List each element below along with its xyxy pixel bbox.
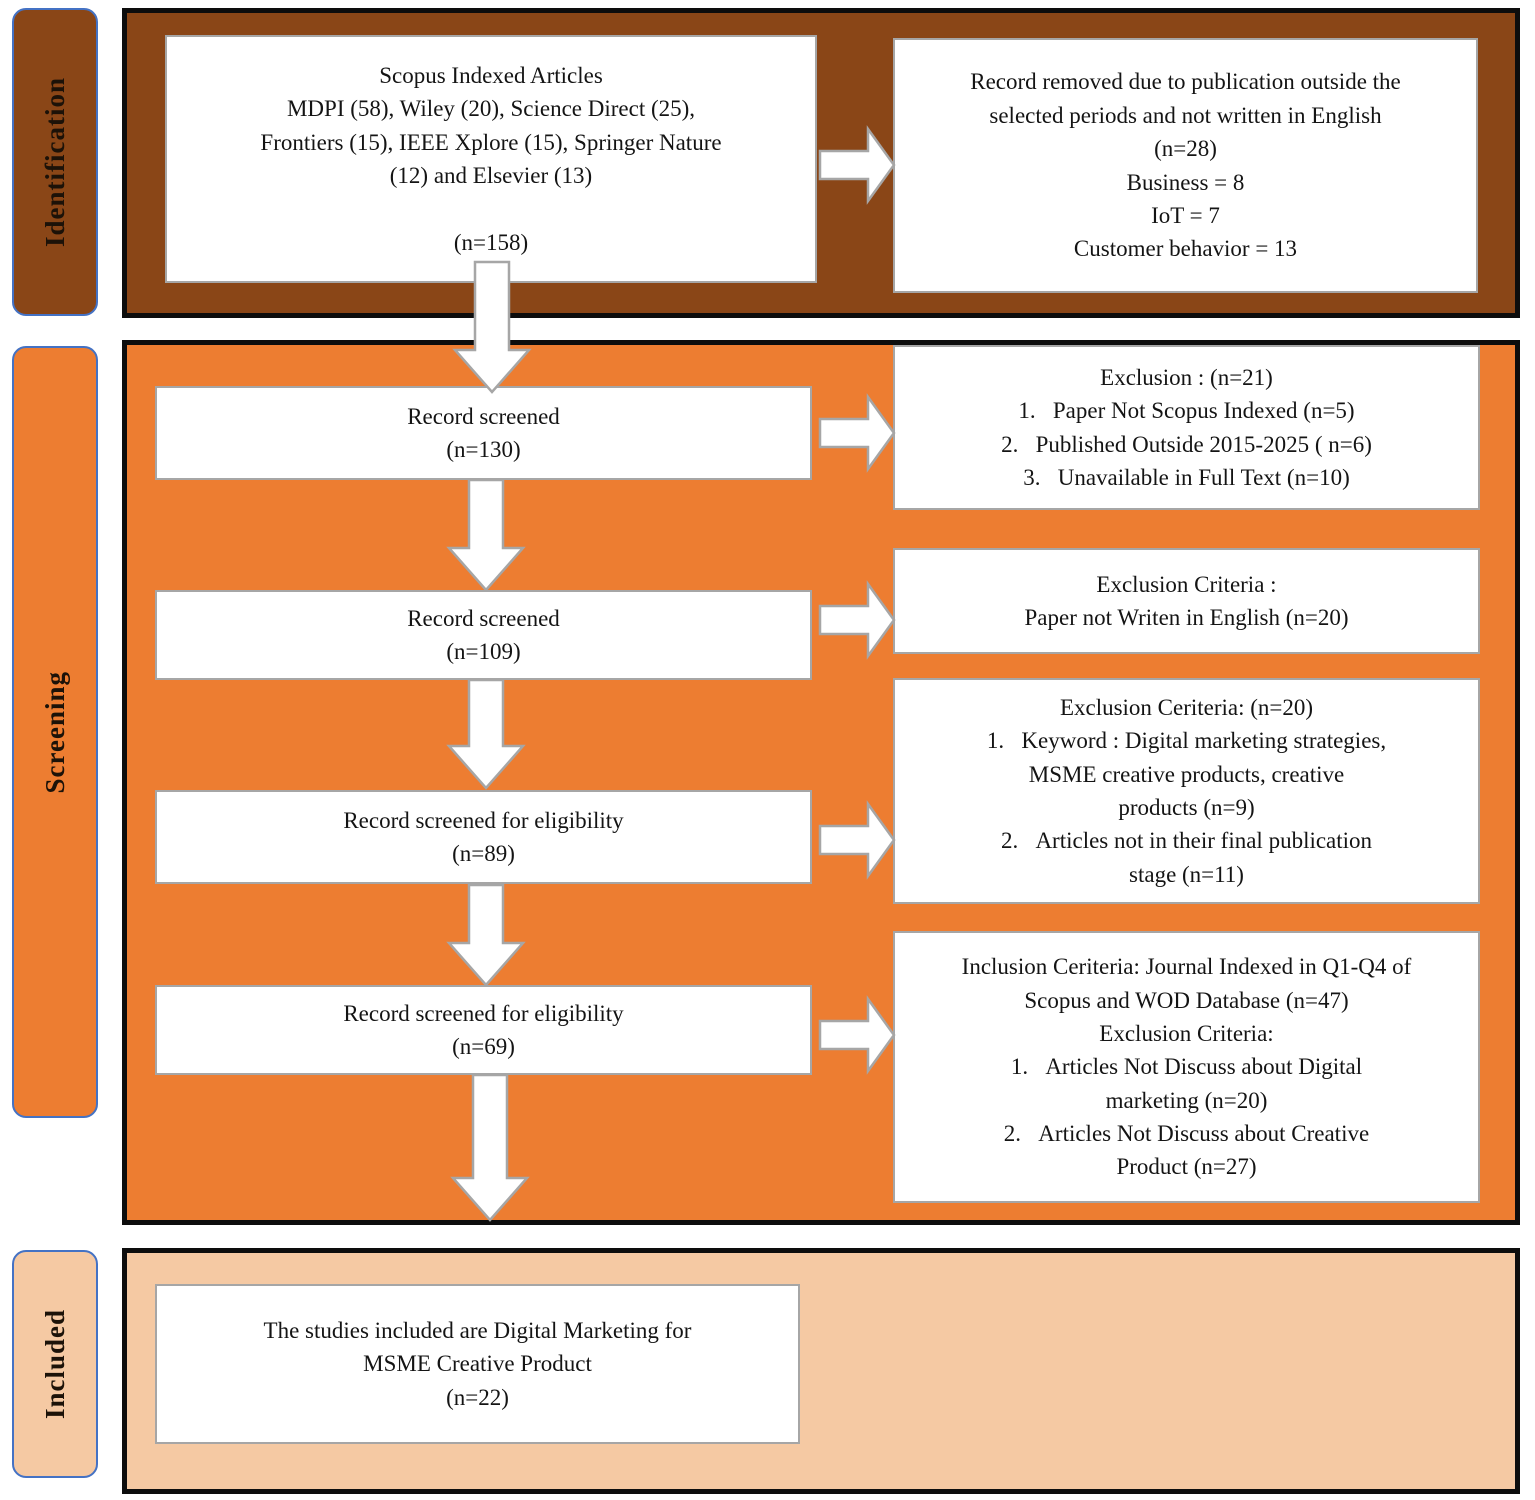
box-exclusion-21-text: Exclusion : (n=21) 1. Paper Not Scopus I…: [1001, 364, 1372, 490]
stage-label-screening: Screening: [12, 346, 98, 1118]
box-scopus-indexed-articles-text: Scopus Indexed Articles MDPI (58), Wiley…: [260, 62, 722, 255]
right-arrow-eligibility-69: [818, 993, 896, 1077]
box-exclusion-keywords: Exclusion Ceriteria: (n=20) 1. Keyword :…: [893, 678, 1480, 904]
box-records-removed: Record removed due to publication outsid…: [893, 38, 1478, 293]
right-arrow-eligibility-89: [818, 798, 896, 882]
box-record-screened-130-text: Record screened (n=130): [407, 403, 560, 462]
box-exclusion-21: Exclusion : (n=21) 1. Paper Not Scopus I…: [893, 345, 1480, 510]
box-exclusion-english: Exclusion Criteria : Paper not Writen in…: [893, 548, 1480, 654]
stage-label-included: Included: [12, 1250, 98, 1478]
box-inclusion-exclusion-criteria-text: Inclusion Ceriteria: Journal Indexed in …: [961, 954, 1412, 1180]
box-eligibility-89: Record screened for eligibility (n=89): [155, 790, 812, 884]
stage-label-identification-text: Identification: [39, 76, 70, 247]
box-record-screened-109-text: Record screened (n=109): [407, 605, 560, 664]
box-exclusion-keywords-text: Exclusion Ceriteria: (n=20) 1. Keyword :…: [986, 694, 1387, 887]
box-eligibility-69-text: Record screened for eligibility (n=69): [343, 1000, 624, 1059]
box-records-removed-text: Record removed due to publication outsid…: [970, 69, 1401, 262]
box-scopus-indexed-articles: Scopus Indexed Articles MDPI (58), Wiley…: [165, 35, 817, 283]
box-included-studies-text: The studies included are Digital Marketi…: [263, 1317, 692, 1410]
box-eligibility-89-text: Record screened for eligibility (n=89): [343, 807, 624, 866]
down-arrow-identification-to-screening: [452, 260, 532, 394]
right-arrow-screened-109: [818, 578, 896, 662]
stage-label-included-text: Included: [39, 1308, 70, 1420]
down-arrow-130-to-109: [446, 478, 526, 592]
box-exclusion-english-text: Exclusion Criteria : Paper not Writen in…: [1024, 571, 1349, 630]
down-arrow-109-to-89: [446, 678, 526, 790]
box-eligibility-69: Record screened for eligibility (n=69): [155, 985, 812, 1075]
right-arrow-identification: [818, 123, 896, 207]
stage-label-identification: Identification: [12, 8, 98, 316]
box-inclusion-exclusion-criteria: Inclusion Ceriteria: Journal Indexed in …: [893, 931, 1480, 1203]
down-arrow-screening-to-included: [450, 1073, 530, 1222]
box-record-screened-130: Record screened (n=130): [155, 386, 812, 480]
right-arrow-screened-130: [818, 391, 896, 475]
box-included-studies: The studies included are Digital Marketi…: [155, 1284, 800, 1444]
down-arrow-89-to-69: [446, 883, 526, 987]
stage-label-screening-text: Screening: [39, 670, 70, 794]
box-record-screened-109: Record screened (n=109): [155, 590, 812, 680]
